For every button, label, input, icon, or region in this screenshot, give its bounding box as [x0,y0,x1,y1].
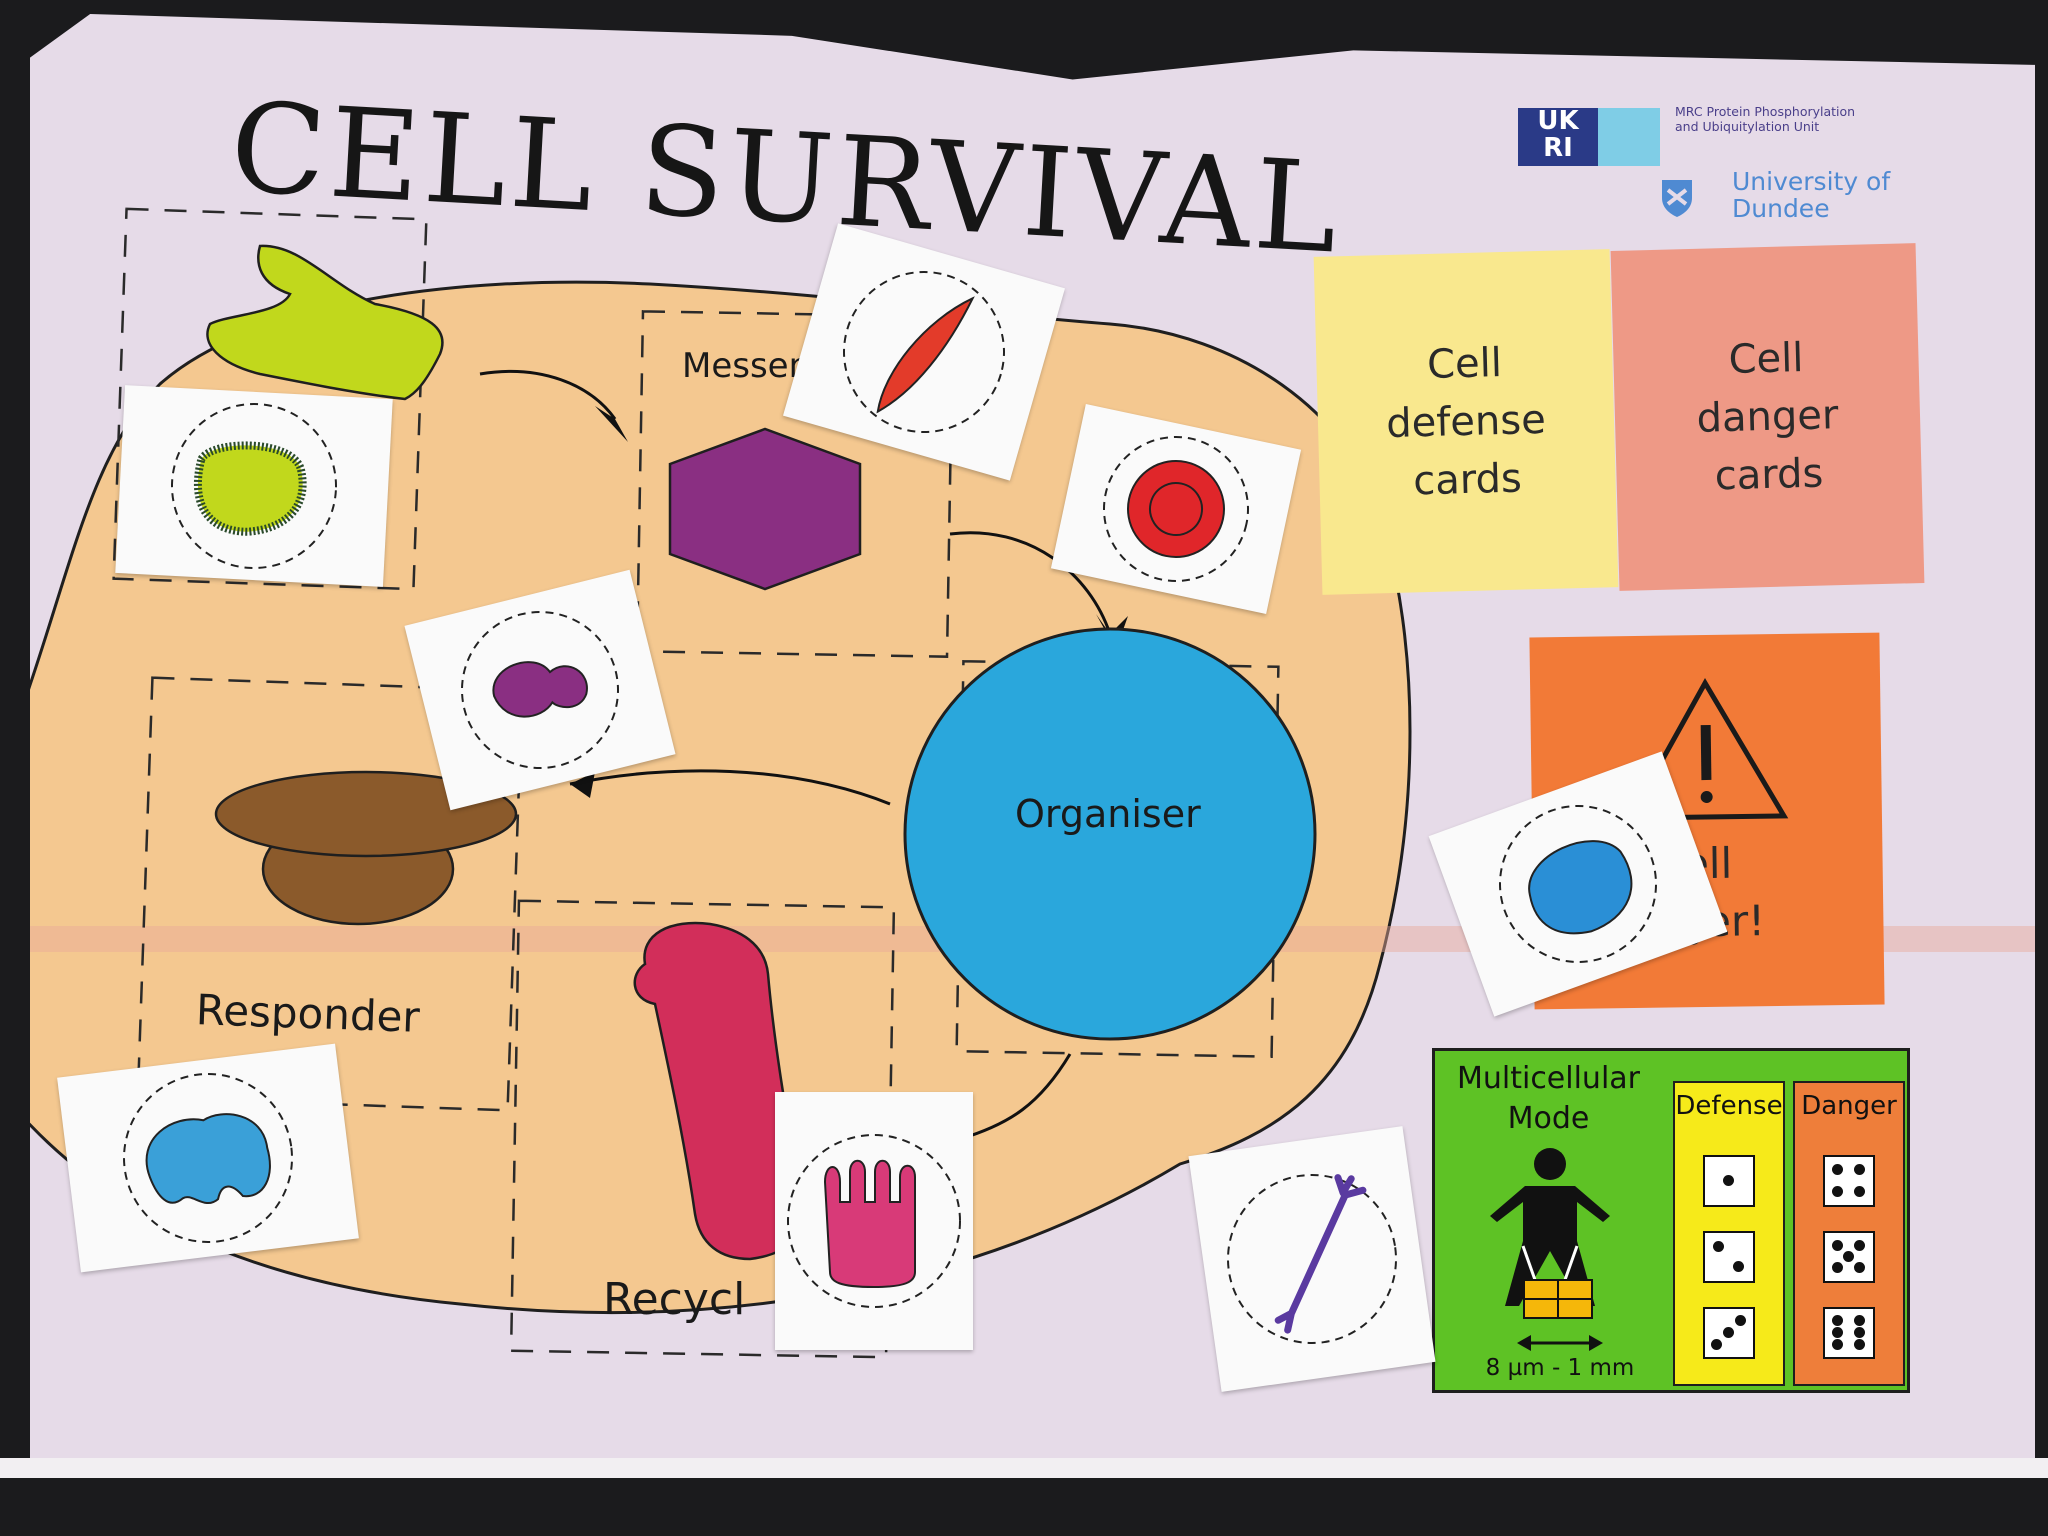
messenger-organelle [668,427,862,591]
die-face-4 [1823,1155,1875,1207]
card-red-blade[interactable] [783,223,1065,481]
cell-danger-stack[interactable]: ell nger! [1529,632,1885,1010]
mrc-unit-text: MRC Protein Phosphorylation and Ubiquity… [1675,104,1856,134]
multicellular-mode-label: Multicellular Mode [1456,1061,1641,1136]
scale-label: 8 µm - 1 mm [1485,1355,1635,1381]
die-face-6 [1823,1307,1875,1359]
university-shield-icon [1662,180,1692,217]
arrowhead [595,406,628,442]
sensor-organelle [206,244,444,401]
defense-dice-column: Defense [1673,1081,1785,1386]
responder-label: Responder [195,985,421,1042]
scale-arrow-icon [1517,1335,1603,1351]
die-face-5 [1823,1231,1875,1283]
arrow-sensor-to-messenger [479,369,617,420]
university-name: University of Dundee [1732,167,1891,223]
danger-dice-column: Danger [1793,1081,1905,1386]
card-purple-blob[interactable] [404,569,676,811]
card-blue-amoeba[interactable] [57,1043,359,1273]
card-red-disc[interactable] [1050,403,1302,615]
danger-dice-label: Danger [1801,1091,1897,1121]
board-edge [0,1458,2048,1478]
die-face-1 [1703,1155,1755,1207]
card-neuron[interactable] [1188,1126,1436,1392]
defense-dice-label: Defense [1675,1091,1783,1121]
messenger-zone [635,310,955,658]
arrowhead [570,772,595,798]
responder-organelle-top [214,770,518,858]
card-sensor[interactable] [115,385,393,587]
card-pink-villi[interactable] [775,1092,973,1350]
die-face-3 [1703,1307,1755,1359]
card-blue-cell[interactable] [1428,751,1728,1017]
arrow-organiser-to-responder [569,769,891,806]
defense-card-stack[interactable]: Cell defense cards [1313,249,1619,595]
responder-zone [136,676,524,1112]
recycler-zone [509,899,896,1359]
organiser-label: Organiser [1015,792,1201,836]
recycler-label: Recycl [603,1274,746,1325]
organiser-nucleus [903,627,1317,1041]
die-face-2 [1703,1231,1755,1283]
messenger-label: Messen [682,346,811,386]
ukri-logo: UK RI [1518,108,1598,166]
ukri-logo-accent [1598,108,1660,166]
multicellular-mode-panel: Multicellular Mode 8 µm - 1 mm Defense D [1432,1048,1910,1393]
warning-icon [1625,677,1789,821]
cell-grid-icon [1523,1279,1593,1319]
danger-card-stack[interactable]: Cell danger cards [1610,243,1925,591]
arrow-organiser-to-recycler [959,1053,1072,1141]
